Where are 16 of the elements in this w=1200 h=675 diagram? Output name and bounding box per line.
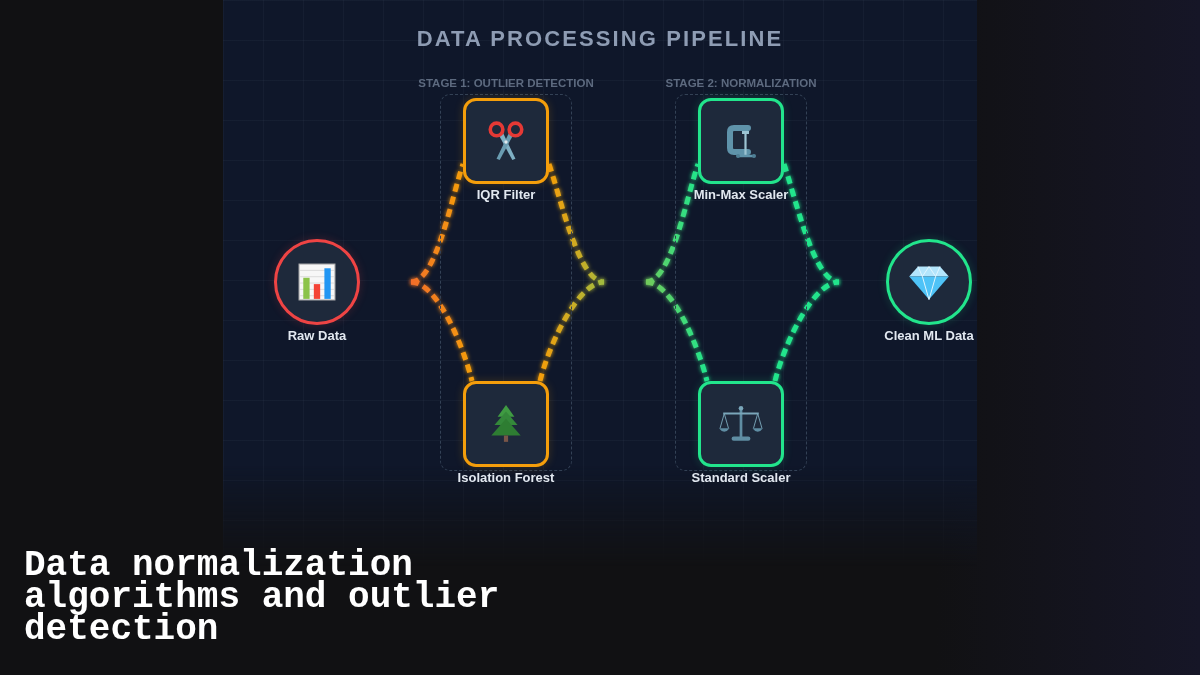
dashed-connector	[772, 279, 840, 382]
node-label: Min-Max Scaler	[693, 187, 789, 202]
stage-heading: STAGE 2: NORMALIZATION	[665, 77, 817, 89]
node-label: Isolation Forest	[457, 470, 555, 485]
dashed-connector	[839, 279, 886, 285]
caption: Data normalization algorithms and outlier detection	[24, 550, 501, 646]
diagram-title: DATA PROCESSING PIPELINE	[416, 26, 784, 52]
node-label: Raw Data	[287, 328, 347, 343]
stage-heading: STAGE 1: OUTLIER DETECTION	[418, 77, 594, 89]
node-label: IQR Filter	[476, 187, 536, 202]
dashed-connector	[537, 279, 605, 382]
node-label: Clean ML Data	[884, 328, 974, 343]
node-label: Standard Scaler	[691, 470, 791, 485]
dashed-connector	[410, 279, 475, 382]
dashed-connector	[645, 279, 710, 382]
dashed-connector	[604, 279, 646, 285]
